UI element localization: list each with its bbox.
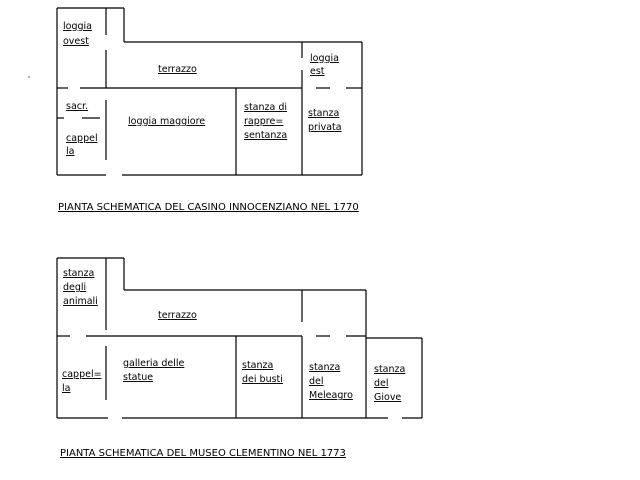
- room-cappella-1-line2: la: [66, 146, 74, 157]
- room-loggia-est-line1: loggia: [310, 53, 339, 64]
- room-terrazzo-2: terrazzo: [158, 310, 197, 321]
- room-giove-line2: del: [374, 378, 389, 389]
- caption-museo-clementino: PIANTA SCHEMATICA DEL MUSEO CLEMENTINO N…: [60, 448, 346, 459]
- plan-museo-clementino-walls: [56, 257, 423, 419]
- plan-casino-innocenziano-labels: loggia ovest terrazzo loggia est sacr. c…: [63, 21, 342, 157]
- room-galleria-line1: galleria delle: [123, 358, 185, 369]
- room-loggia-ovest-line2: ovest: [63, 36, 89, 47]
- caption-casino-innocenziano: PIANTA SCHEMATICA DEL CASINO INNOCENZIAN…: [58, 202, 359, 213]
- room-cappella-2-line1: cappel=: [62, 369, 102, 380]
- room-meleagro-line2: del: [309, 376, 324, 387]
- room-privata-line2: privata: [308, 122, 342, 133]
- room-animali-line2: degli: [63, 282, 86, 293]
- room-sacrestia: sacr.: [66, 101, 88, 112]
- room-animali-line3: animali: [63, 296, 98, 307]
- room-rappresentanza-line2: rappre=: [244, 116, 283, 127]
- room-busti-line2: dei busti: [242, 374, 283, 385]
- room-loggia-est-line2: est: [310, 66, 325, 77]
- room-animali-line1: stanza: [63, 268, 94, 279]
- room-loggia-maggiore: loggia maggiore: [128, 116, 205, 127]
- room-galleria-line2: statue: [123, 372, 153, 383]
- room-rappresentanza-line3: sentanza: [244, 130, 287, 141]
- plan-casino-innocenziano-walls: [56, 7, 363, 176]
- room-busti-line1: stanza: [242, 360, 273, 371]
- room-cappella-2-line2: la: [62, 383, 70, 394]
- room-rappresentanza-line1: stanza di: [244, 102, 287, 113]
- room-loggia-ovest-line1: loggia: [63, 21, 92, 32]
- room-meleagro-line3: Meleagro: [309, 390, 353, 401]
- room-privata-line1: stanza: [308, 108, 339, 119]
- room-giove-line1: stanza: [374, 364, 405, 375]
- room-meleagro-line1: stanza: [309, 362, 340, 373]
- stray-dot: [28, 76, 30, 78]
- room-terrazzo-1: terrazzo: [158, 64, 197, 75]
- plan-museo-clementino-labels: stanza degli animali terrazzo cappel= la…: [62, 268, 405, 403]
- room-cappella-1-line1: cappel: [66, 133, 98, 144]
- room-giove-line3: Giove: [374, 392, 401, 403]
